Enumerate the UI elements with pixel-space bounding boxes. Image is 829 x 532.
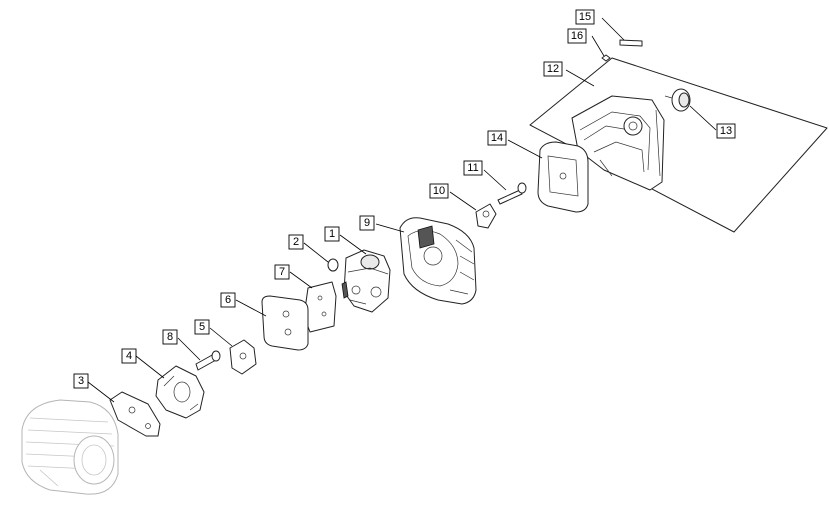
cylinder-reference — [21, 399, 119, 495]
callout-7-text: 7 — [279, 266, 285, 278]
callout-12: 12 — [543, 61, 563, 77]
part-10-bracket[interactable] — [475, 203, 497, 229]
callout-12-text: 12 — [547, 63, 559, 75]
callout-3-text: 3 — [78, 375, 84, 387]
callout-4-text: 4 — [126, 350, 132, 362]
callout-5-text: 5 — [199, 321, 205, 333]
part-15-label[interactable] — [619, 39, 643, 47]
part-16-small-part[interactable] — [601, 54, 611, 62]
callout-15: 15 — [575, 9, 595, 25]
part-4-intake-manifold[interactable] — [155, 365, 205, 419]
part-14-air-filter[interactable] — [537, 141, 589, 213]
callout-3: 3 — [73, 373, 89, 389]
leader-lines — [87, 17, 717, 403]
callout-6: 6 — [220, 292, 236, 308]
callout-6-text: 6 — [225, 294, 231, 306]
part-8-bolt[interactable] — [195, 350, 221, 371]
part-6-insulator-plate[interactable] — [261, 295, 309, 351]
callout-7: 7 — [274, 264, 290, 280]
callout-4: 4 — [121, 348, 137, 364]
callout-13: 13 — [716, 123, 736, 139]
part-1-carburetor[interactable] — [341, 249, 391, 313]
callout-14: 14 — [487, 130, 507, 146]
part-12-air-cleaner-case[interactable] — [529, 57, 828, 233]
part-11-bolt[interactable] — [497, 182, 527, 205]
callout-9-text: 9 — [364, 217, 370, 229]
callout-16-text: 16 — [571, 30, 583, 42]
callout-10: 10 — [429, 183, 449, 199]
callout-1-text: 1 — [329, 228, 335, 240]
part-5-gasket[interactable] — [229, 339, 257, 375]
part-2-o-ring[interactable] — [327, 258, 339, 272]
callout-2: 2 — [288, 234, 304, 250]
callout-15-text: 15 — [579, 11, 591, 23]
callout-14-text: 14 — [491, 132, 503, 144]
callout-10-text: 10 — [433, 185, 445, 197]
part-13-knob[interactable] — [664, 88, 691, 112]
callout-8: 8 — [162, 329, 178, 345]
callout-5: 5 — [194, 319, 210, 335]
part-9-carburetor-cover[interactable] — [399, 217, 477, 305]
callout-11-text: 11 — [467, 162, 478, 174]
callout-11: 11 — [463, 160, 483, 176]
callout-9: 9 — [359, 215, 375, 231]
callout-1: 1 — [324, 226, 340, 242]
callout-13-text: 13 — [720, 125, 732, 137]
callout-16: 16 — [567, 28, 587, 44]
callout-8-text: 8 — [167, 331, 173, 343]
part-7-gasket[interactable] — [303, 281, 337, 333]
callout-2-text: 2 — [293, 236, 299, 248]
part-3-gasket[interactable] — [109, 391, 161, 437]
